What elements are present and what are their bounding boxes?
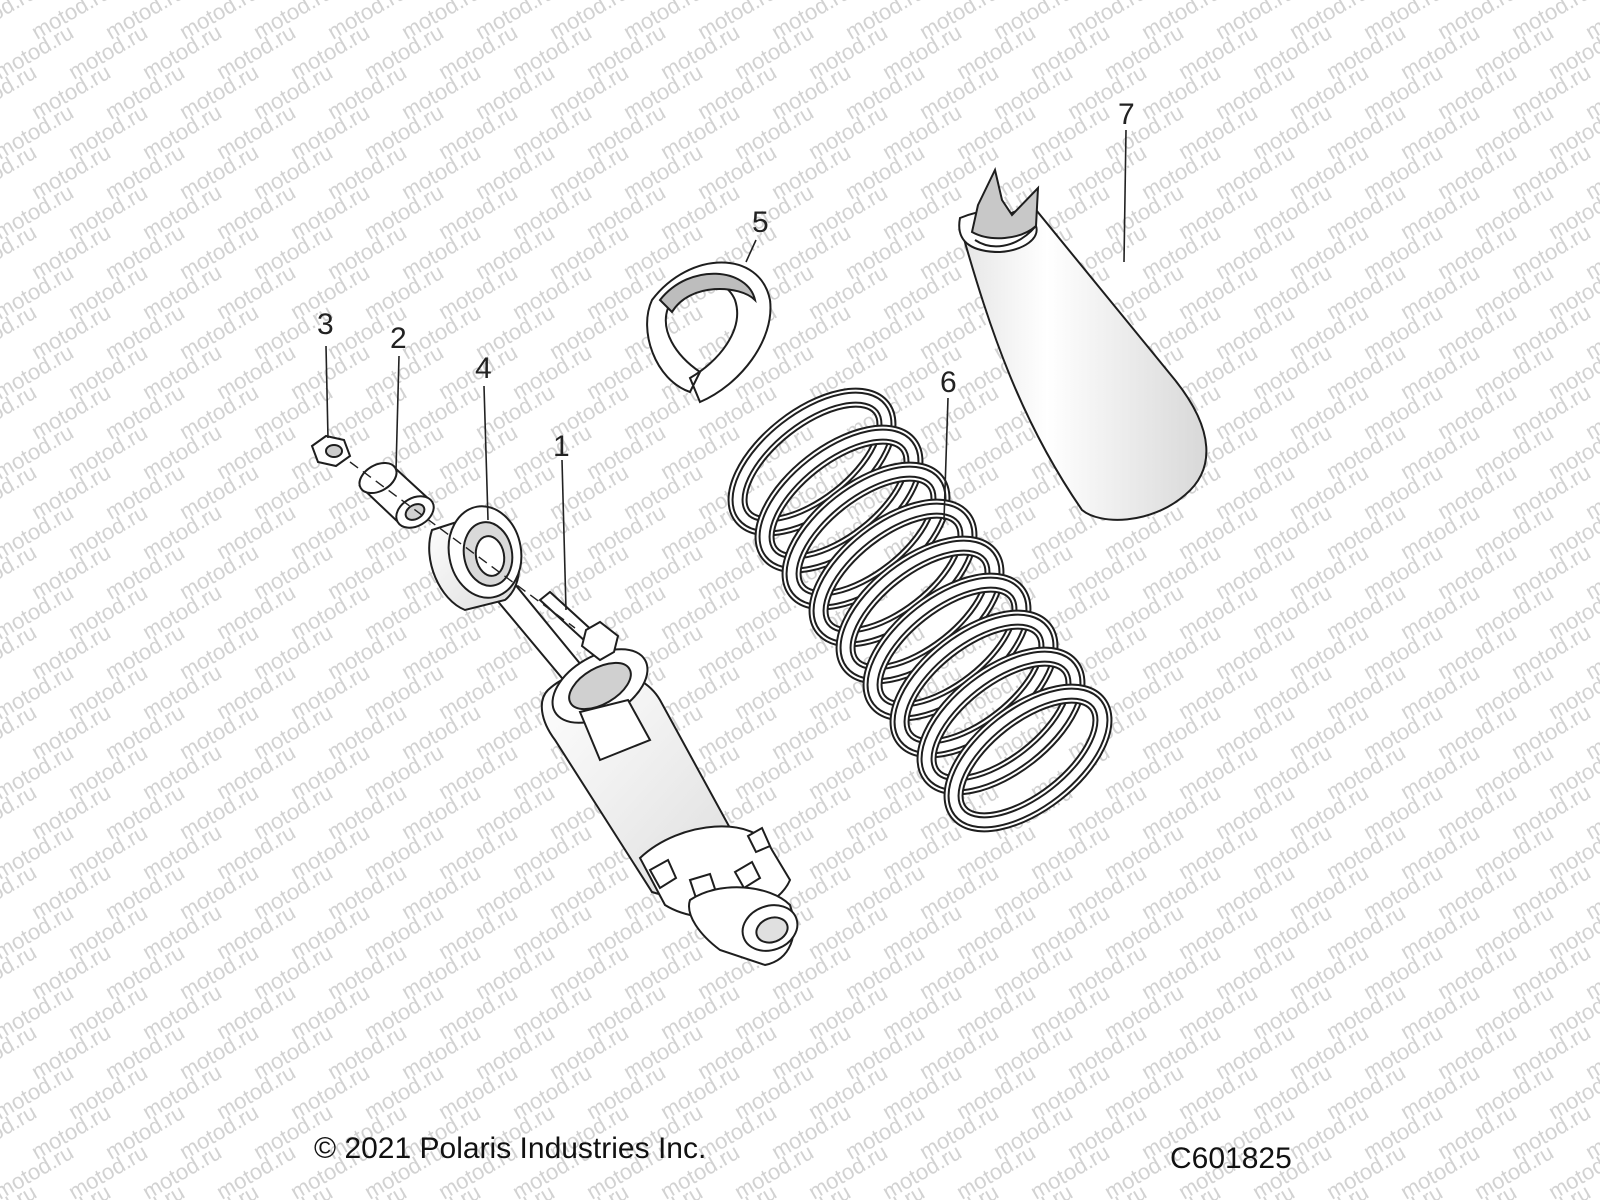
part-5-retainer	[646, 261, 772, 404]
part-2-spacer	[358, 461, 435, 529]
callout-labels: 3 2 4 1 5 6 7	[317, 98, 1135, 463]
part-1-bolt	[538, 590, 620, 662]
part-4-eyelet	[428, 505, 523, 612]
callout-7: 7	[1118, 98, 1135, 131]
callout-5: 5	[752, 206, 769, 239]
callout-2: 2	[390, 322, 407, 355]
assembly-centerline	[349, 461, 576, 629]
spring-coil	[922, 652, 1080, 790]
figure-code: C601825	[1170, 1142, 1292, 1175]
callout-4: 4	[475, 352, 492, 385]
spring-coil	[949, 689, 1107, 827]
part-1-shock-assembly	[428, 505, 799, 967]
callout-6: 6	[940, 366, 957, 399]
part-7-cover	[958, 167, 1208, 521]
part-6-coil-spring	[727, 387, 1113, 833]
copyright-text: © 2021 Polaris Industries Inc.	[314, 1132, 707, 1165]
leader-lines	[325, 129, 1127, 611]
callout-1: 1	[553, 430, 570, 463]
part-3-nut	[310, 434, 352, 468]
callout-3: 3	[317, 308, 334, 341]
